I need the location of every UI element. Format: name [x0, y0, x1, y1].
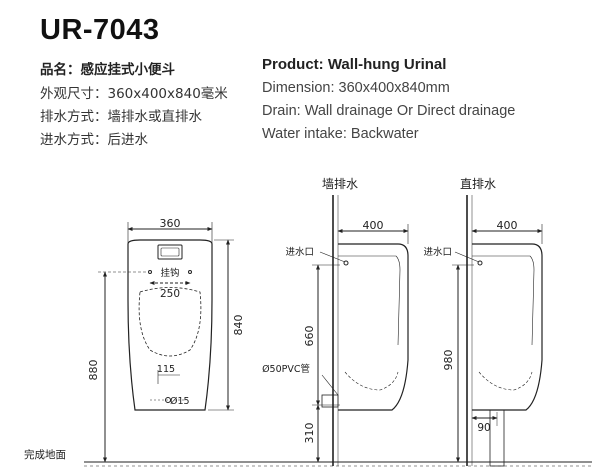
wall-inlet-height-label: 660	[303, 326, 316, 347]
spec-cn-product: 品名：感应挂式小便斗	[40, 62, 175, 78]
urinal-side-outline	[338, 243, 409, 411]
floor-label: 完成地面	[24, 448, 66, 461]
front-view	[98, 222, 234, 463]
drain-offset-label: 115	[157, 364, 175, 375]
pipe-label: Ø50PVC管	[262, 363, 310, 375]
wall-inlet-label: 进水口	[285, 246, 314, 258]
direct-drain-offset-label: 90	[477, 422, 490, 434]
floor-line	[84, 461, 592, 467]
drain-dia-label: Ø15	[170, 396, 190, 407]
direct-drain-title: 直排水	[460, 177, 496, 191]
direct-drain-view	[452, 195, 543, 467]
spec-en-drain: Drain: Wall drainage Or Direct drainage	[262, 103, 516, 119]
urinal-side-outline-direct	[472, 243, 543, 411]
mount-height-label: 880	[87, 360, 100, 381]
spec-en-product: Product: Wall-hung Urinal	[262, 56, 447, 73]
hook-label: 挂钩	[160, 267, 179, 279]
sensor-box	[157, 244, 183, 260]
urinal-front-outline	[127, 239, 213, 411]
wall-drain-view	[312, 195, 409, 466]
spec-en-dimension: Dimension: 360x400x840mm	[262, 80, 450, 96]
bowl-inner	[138, 287, 202, 357]
wall-depth-label: 400	[363, 219, 384, 232]
wall-drain-height-label: 310	[303, 423, 316, 444]
spec-cn-intake: 进水方式：后进水	[40, 132, 148, 148]
direct-inlet-height-label: 980	[442, 350, 455, 371]
front-width-label: 360	[160, 217, 181, 230]
hook-span-label: 250	[160, 288, 180, 300]
model-title: UR-7043	[40, 14, 160, 46]
spec-cn-dimension: 外观尺寸：360x400x840毫米	[40, 86, 228, 102]
front-height-label: 840	[232, 315, 245, 336]
spec-en-intake: Water intake: Backwater	[262, 126, 419, 142]
wall-drain-title: 墙排水	[322, 177, 358, 191]
spec-cn-drain: 排水方式：墙排水或直排水	[40, 109, 202, 125]
direct-depth-label: 400	[497, 219, 518, 232]
direct-inlet-label: 进水口	[423, 246, 452, 258]
